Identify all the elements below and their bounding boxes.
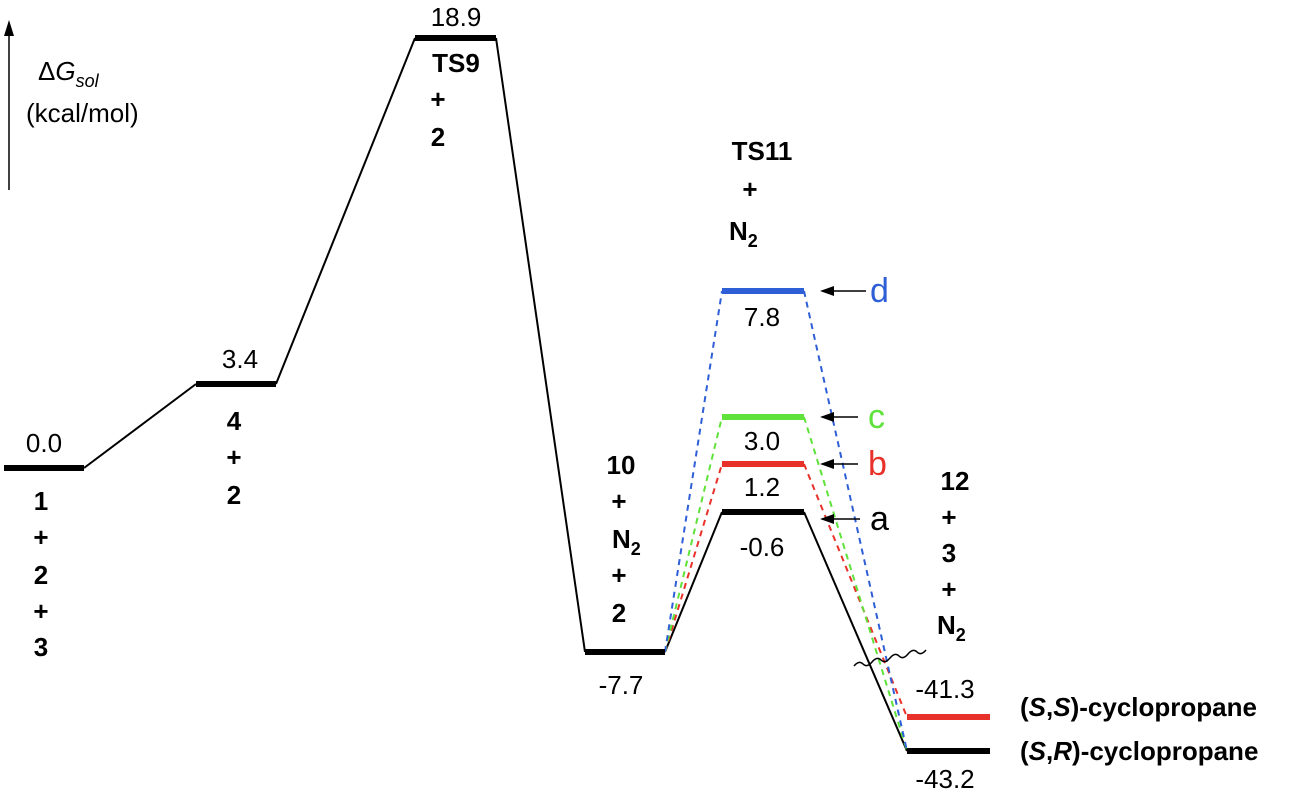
svg-text:12: 12 — [941, 466, 970, 496]
pathway-d-letter: d — [870, 272, 889, 310]
pathway-a-letter: a — [870, 500, 889, 538]
pointer-arrowheads — [820, 286, 834, 524]
svg-text:+: + — [33, 522, 48, 552]
axis-title: ΔGsol — [38, 56, 100, 91]
axis-unit: (kcal/mol) — [26, 98, 139, 128]
svg-text:N2: N2 — [937, 610, 966, 645]
svg-text:1: 1 — [34, 486, 48, 516]
svg-text:2: 2 — [227, 480, 241, 510]
svg-text:2: 2 — [612, 598, 626, 628]
svg-text:+: + — [742, 174, 757, 204]
svg-text:N2: N2 — [729, 216, 758, 251]
product-ss-name: (S,S)-cyclopropane — [1020, 692, 1257, 722]
pathway-b-letter: b — [868, 445, 887, 483]
main-pathway-connectors — [83, 37, 908, 752]
pointer-arrows — [822, 290, 866, 520]
svg-text:TS11: TS11 — [732, 136, 793, 166]
value-start: 0.0 — [26, 428, 62, 458]
pathway-c-letter: c — [868, 398, 885, 436]
value-int10: -7.7 — [599, 670, 644, 700]
value-ts11-d: 7.8 — [744, 302, 780, 332]
value-prod-sr: -43.2 — [915, 764, 974, 794]
value-ts11-a: -0.6 — [740, 532, 785, 562]
svg-text:4: 4 — [227, 406, 242, 436]
svg-text:3: 3 — [942, 538, 956, 568]
pathway-c-connectors — [664, 416, 908, 752]
value-ts11-c: 3.0 — [744, 426, 780, 456]
pathway-b-connectors — [664, 463, 908, 718]
svg-text:+: + — [226, 442, 241, 472]
label-ts11: TS11 + N2 — [729, 136, 792, 251]
svg-text:TS9: TS9 — [432, 48, 480, 78]
svg-text:+: + — [33, 596, 48, 626]
pathway-d-connectors — [664, 290, 908, 752]
svg-text:+: + — [430, 84, 445, 114]
svg-text:+: + — [611, 560, 626, 590]
svg-text:2: 2 — [34, 560, 48, 590]
value-ts11-b: 1.2 — [744, 472, 780, 502]
label-prod: 12 + 3 + N2 — [937, 466, 969, 645]
axis-break-mark — [853, 649, 927, 667]
svg-text:10: 10 — [607, 450, 636, 480]
svg-text:3: 3 — [34, 632, 48, 662]
svg-text:2: 2 — [431, 122, 445, 152]
label-int4: 4 + 2 — [226, 406, 241, 510]
product-sr-name: (S,R)-cyclopropane — [1020, 736, 1258, 766]
label-start: 1 + 2 + 3 — [33, 486, 48, 662]
svg-text:N2: N2 — [612, 524, 641, 559]
svg-text:+: + — [611, 486, 626, 516]
value-ts9: 18.9 — [431, 2, 482, 32]
value-int4: 3.4 — [222, 344, 258, 374]
label-ts9: TS9 + 2 — [430, 48, 479, 152]
svg-text:+: + — [941, 502, 956, 532]
label-int10: 10 + N2 + 2 — [607, 450, 641, 628]
svg-text:+: + — [941, 574, 956, 604]
value-prod-ss: -41.3 — [915, 674, 974, 704]
energy-axis-arrowhead — [4, 20, 14, 36]
